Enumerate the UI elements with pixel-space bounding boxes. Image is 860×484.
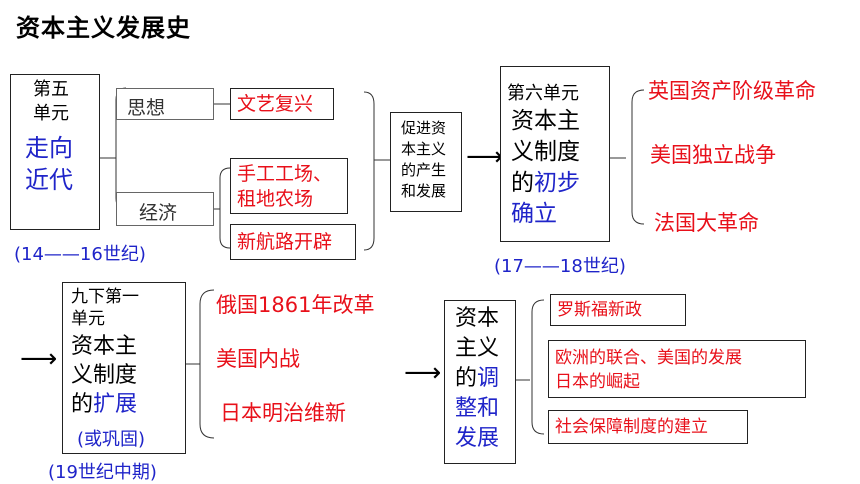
unit6-line2: 义制度: [511, 139, 580, 165]
unit9-line3-blue: 扩展: [93, 392, 138, 417]
event-french-revolution: 法国大革命: [654, 211, 759, 235]
unit6-line3-black: 的: [511, 170, 534, 196]
renaissance-text: 文艺复兴: [237, 93, 314, 115]
event-english-revolution: 英国资产阶级革命: [648, 79, 816, 103]
unit5-label-line1: 第五: [33, 79, 69, 100]
unit6-label: 第六单元: [507, 83, 579, 104]
workshop-text-line2: 租地农场: [237, 188, 314, 210]
economy-label-box: 经济: [116, 192, 214, 226]
new-route-text: 新航路开辟: [237, 231, 333, 253]
page-title: 资本主义发展史: [16, 14, 191, 42]
unit5-topic-line1: 走向: [25, 134, 73, 162]
thought-label-box: 思想: [116, 88, 214, 120]
unit6-line3: 的初步: [511, 169, 580, 198]
unit5-label-line2: 单元: [33, 103, 69, 124]
adjust-box: 资本 主义 的调 整和 发展: [444, 300, 516, 464]
europe-union-box: 欧洲的联合、美国的发展 日本的崛起: [548, 340, 806, 398]
renaissance-box: 文艺复兴: [230, 88, 334, 120]
arrow-right-icon: ⟶: [20, 344, 58, 374]
promote-line4: 和发展: [401, 182, 447, 200]
unit9-line2: 义制度: [71, 363, 138, 388]
new-route-box: 新航路开辟: [230, 224, 356, 260]
unit9-label-line2: 单元: [71, 309, 105, 329]
workshop-box: 手工工场、 租地农场: [230, 158, 348, 214]
unit9-line3: 的扩展: [71, 391, 137, 419]
event-american-independence: 美国独立战争: [650, 143, 776, 167]
social-security-box: 社会保障制度的建立: [548, 410, 748, 444]
new-deal-box: 罗斯福新政: [550, 294, 686, 326]
economy-label: 经济: [139, 202, 178, 224]
adjust-line5: 发展: [455, 426, 500, 451]
workshop-text-line1: 手工工场、: [237, 163, 333, 185]
promote-line1: 促进资: [401, 119, 447, 137]
unit9-box: 九下第一 单元 资本主 义制度 的扩展 (或巩固): [62, 282, 186, 454]
unit5-period: (14——16世纪): [14, 244, 146, 265]
unit9-line1: 资本主: [71, 334, 138, 359]
social-security-text: 社会保障制度的建立: [555, 417, 708, 437]
adjust-line1: 资本: [455, 306, 500, 331]
arrow-right-icon: ⟶: [466, 142, 504, 172]
unit5-topic-line2: 近代: [25, 166, 73, 194]
adjust-line2: 主义: [455, 336, 500, 361]
promote-box: 促进资 本主义 的产生 和发展: [390, 112, 462, 212]
event-russia-reform: 俄国1861年改革: [216, 293, 375, 317]
unit6-box: 第六单元 资本主 义制度 的初步 确立: [500, 66, 610, 242]
europe-union-line2: 日本的崛起: [555, 372, 640, 392]
arrow-right-icon: ⟶: [404, 358, 442, 388]
unit6-period: (17——18世纪): [494, 256, 626, 277]
thought-label: 思想: [127, 97, 166, 119]
unit9-label-line1: 九下第一: [71, 287, 139, 307]
adjust-line3-blue: 调: [477, 366, 500, 391]
adjust-line4: 整和: [455, 396, 500, 421]
unit6-line1: 资本主: [511, 108, 580, 134]
promote-line3: 的产生: [401, 161, 447, 179]
promote-line2: 本主义: [401, 140, 447, 158]
unit6-line4: 确立: [511, 201, 557, 227]
unit6-line3-blue: 初步: [534, 170, 580, 196]
adjust-line3: 的调: [455, 365, 499, 393]
event-meiji-restoration: 日本明治维新: [220, 401, 346, 425]
unit9-period: (19世纪中期): [48, 462, 157, 483]
adjust-line3-black: 的: [455, 366, 478, 391]
event-american-civil-war: 美国内战: [216, 347, 300, 371]
unit5-box: 第五 单元 走向 近代: [10, 74, 100, 230]
europe-union-line1: 欧洲的联合、美国的发展: [555, 348, 742, 368]
unit9-line3-black: 的: [71, 392, 94, 417]
unit9-paren: (或巩固): [77, 429, 146, 450]
new-deal-text: 罗斯福新政: [557, 300, 642, 320]
